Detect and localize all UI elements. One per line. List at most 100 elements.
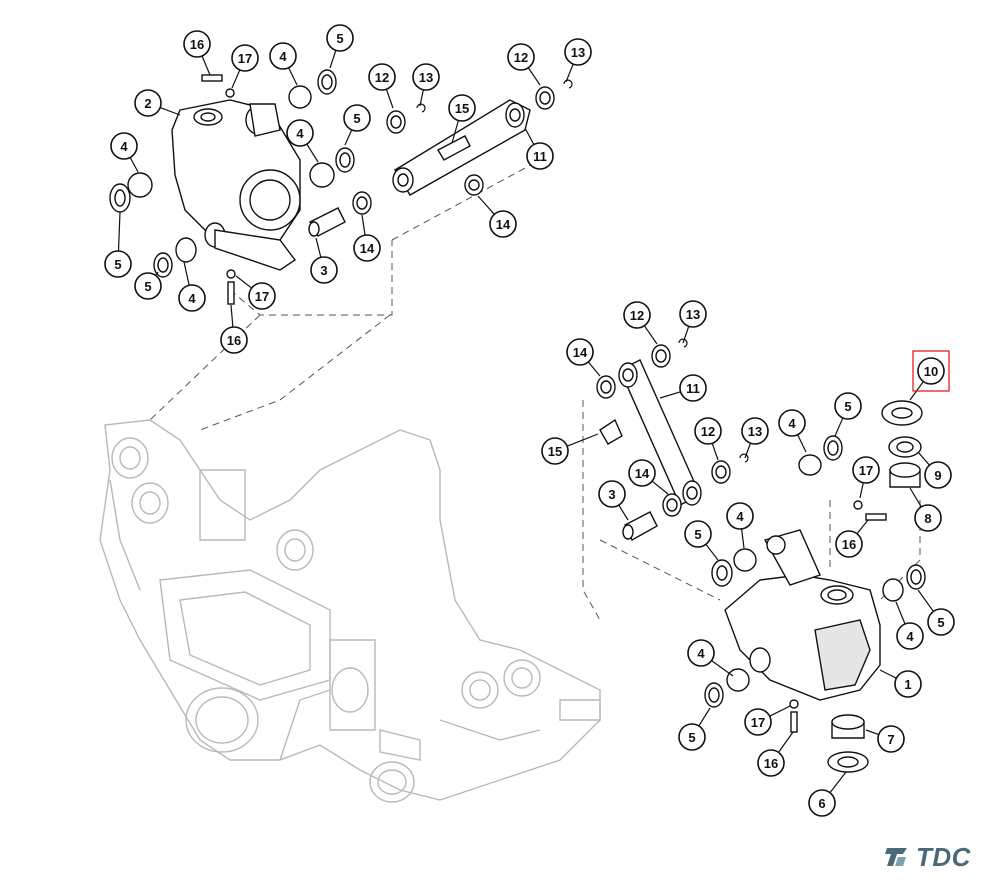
callout-bubble bbox=[741, 417, 769, 445]
upper-callout-12-7: 12 bbox=[507, 43, 541, 86]
upper-callout-4-18: 4 bbox=[178, 261, 206, 312]
lower-assembly bbox=[596, 338, 926, 773]
upper-callout-5-3: 5 bbox=[326, 24, 354, 69]
upper-callout-17-19: 17 bbox=[235, 275, 276, 310]
callout-number: 6 bbox=[818, 796, 825, 811]
callout-bubble bbox=[286, 119, 314, 147]
callout-leader-line bbox=[419, 89, 424, 107]
callout-bubble bbox=[778, 409, 806, 437]
callout-number: 4 bbox=[788, 416, 796, 431]
lower-callout-15-7: 15 bbox=[541, 433, 599, 465]
upper-callout-4-13: 4 bbox=[110, 132, 139, 173]
callout-bubble bbox=[687, 639, 715, 667]
lower-callout-5-17: 5 bbox=[684, 520, 719, 561]
callout-leader-line bbox=[361, 214, 366, 236]
callout-bubble bbox=[894, 670, 922, 698]
callout-bubble bbox=[598, 480, 626, 508]
upper-callout-13-8: 13 bbox=[564, 38, 592, 83]
callout-bubble bbox=[835, 530, 863, 558]
callout-bubble bbox=[834, 392, 862, 420]
callout-number: 13 bbox=[571, 45, 585, 60]
callout-number: 4 bbox=[296, 126, 304, 141]
callout-leader-line bbox=[306, 143, 319, 163]
upper-callout-17-1: 17 bbox=[231, 44, 259, 89]
lower-callout-13-1: 13 bbox=[679, 300, 707, 344]
upper-callout-5-17: 5 bbox=[134, 271, 162, 300]
callout-leader-line bbox=[711, 443, 719, 461]
callout-leader-line bbox=[385, 89, 394, 109]
lower-callout-4-10: 4 bbox=[778, 409, 807, 453]
callout-leader-line bbox=[524, 127, 535, 145]
callout-number: 4 bbox=[736, 509, 744, 524]
callout-number: 5 bbox=[694, 527, 701, 542]
callout-bubble bbox=[178, 284, 206, 312]
callout-leader-line bbox=[329, 50, 337, 69]
callout-number: 5 bbox=[353, 111, 360, 126]
callout-leader-line bbox=[741, 528, 745, 549]
callout-number: 8 bbox=[924, 511, 931, 526]
callout-bubble bbox=[917, 357, 945, 385]
upper-callout-5-14: 5 bbox=[104, 211, 132, 278]
lower-callout-17-23: 17 bbox=[744, 705, 791, 736]
callout-bubble bbox=[757, 749, 785, 777]
upper-callout-16-21: 16 bbox=[220, 304, 248, 354]
highlight-box bbox=[912, 350, 950, 392]
callout-bubble bbox=[104, 250, 132, 278]
callout-leader-line bbox=[865, 729, 879, 736]
callout-leader-line bbox=[917, 589, 934, 612]
callout-bubble bbox=[927, 608, 955, 636]
callout-number: 13 bbox=[748, 424, 762, 439]
callout-bubble bbox=[744, 708, 772, 736]
callout-number: 5 bbox=[688, 730, 695, 745]
callout-bubble bbox=[924, 461, 952, 489]
lower-callout-12-8: 12 bbox=[694, 417, 722, 461]
tdc-watermark-logo: TDC bbox=[884, 840, 988, 874]
callout-leader-line bbox=[183, 261, 190, 286]
callout-leader-line bbox=[698, 707, 711, 727]
callout-number: 4 bbox=[188, 291, 196, 306]
lower-callout-5-22: 5 bbox=[678, 707, 711, 751]
callout-leader-line bbox=[909, 487, 922, 508]
callout-leader-line bbox=[618, 504, 629, 521]
lower-callout-13-9: 13 bbox=[741, 417, 769, 459]
callout-bubble bbox=[353, 234, 381, 262]
callout-bubble bbox=[248, 282, 276, 310]
callout-number: 4 bbox=[697, 646, 705, 661]
callout-leader-line bbox=[859, 482, 864, 499]
lower-callout-16-24: 16 bbox=[757, 731, 794, 777]
callout-leader-line bbox=[917, 451, 930, 466]
callout-bubble bbox=[566, 338, 594, 366]
lower-callout-4-18: 4 bbox=[895, 601, 924, 650]
upper-callout-15-9: 15 bbox=[448, 94, 476, 144]
callout-bubble bbox=[808, 789, 836, 817]
lower-callout-12-0: 12 bbox=[623, 301, 658, 345]
callout-bubble bbox=[541, 437, 569, 465]
lower-callout-17-14: 17 bbox=[852, 456, 880, 499]
callout-bubble bbox=[448, 94, 476, 122]
callout-number: 1 bbox=[904, 677, 911, 692]
callout-leader-line bbox=[129, 157, 139, 173]
callout-leader-line bbox=[643, 325, 658, 345]
upper-callout-13-6: 13 bbox=[412, 63, 440, 107]
callout-leader-line bbox=[344, 129, 353, 146]
upper-callout-3-20: 3 bbox=[310, 237, 338, 284]
callout-leader-line bbox=[159, 107, 181, 116]
callout-bubble bbox=[852, 456, 880, 484]
callout-number: 11 bbox=[533, 149, 547, 164]
callout-leader-line bbox=[235, 275, 253, 289]
callout-bubble bbox=[412, 63, 440, 91]
callout-number: 15 bbox=[455, 101, 469, 116]
callout-leader-line bbox=[477, 195, 495, 215]
callout-number: 10 bbox=[924, 364, 938, 379]
tdc-logo-text: TDC bbox=[916, 841, 971, 872]
callout-bubble bbox=[623, 301, 651, 329]
callout-leader-line bbox=[705, 543, 719, 561]
callout-number: 17 bbox=[751, 715, 765, 730]
callout-leader-line bbox=[315, 237, 322, 258]
callout-number: 12 bbox=[514, 50, 528, 65]
callout-bubble bbox=[134, 272, 162, 300]
callout-number: 17 bbox=[859, 463, 873, 478]
upper-assembly bbox=[109, 69, 573, 305]
callout-number: 3 bbox=[320, 263, 327, 278]
callout-leader-line bbox=[201, 55, 211, 76]
